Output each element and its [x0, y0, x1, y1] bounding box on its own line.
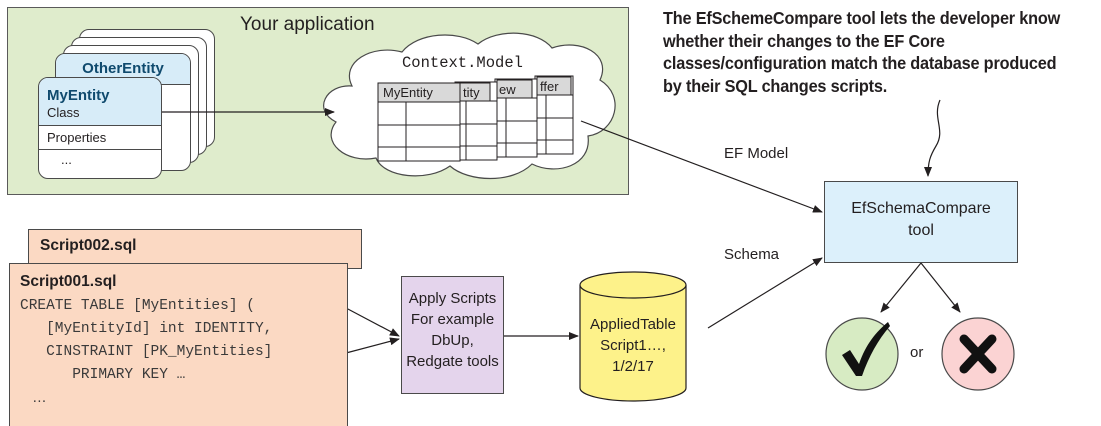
compare-tool-name: EfSchemaCompare	[851, 200, 991, 217]
database-line: 1/2/17	[612, 358, 654, 375]
to-failure-arrow	[920, 262, 961, 313]
my-entity-name: MyEntity	[47, 87, 110, 104]
script002-to-apply-arrow	[345, 307, 400, 337]
explanation-callout: The EfSchemeCompare tool lets the develo…	[663, 8, 1061, 96]
table-header-cell	[536, 76, 572, 96]
sql-code-block: CREATE TABLE [MyEntities] ( [MyEntityId]…	[10, 291, 347, 410]
sql-line: PRIMARY KEY …	[20, 367, 186, 383]
schema-label: Schema	[724, 246, 780, 263]
script001-name: Script001.sql	[20, 273, 117, 290]
application-title: Your application	[240, 14, 375, 35]
sql-line: CREATE TABLE [MyEntities] (	[20, 298, 255, 314]
table-label-offer: ffer	[540, 79, 559, 94]
callout-pointer-arrow	[924, 99, 941, 177]
my-entity-more: ...	[61, 152, 72, 167]
table-label-entity: tity	[463, 85, 480, 100]
database-line: Script1…,	[600, 337, 666, 354]
x-mark-icon	[959, 334, 997, 374]
sql-line: CINSTRAINT [PK_MyEntities]	[20, 344, 273, 360]
apply-scripts-box: Apply Scripts For example DbUp, Redgate …	[401, 276, 504, 394]
database-cylinder	[579, 271, 687, 402]
script002-name: Script002.sql	[40, 237, 137, 254]
my-entity-kind: Class	[47, 105, 80, 120]
ef-model-arrow	[580, 120, 823, 213]
script002-file: Script002.sql	[28, 229, 362, 269]
my-entity-properties: Properties	[39, 126, 161, 150]
compare-tool-suffix: tool	[908, 222, 934, 239]
sql-line: [MyEntityId] int IDENTITY,	[20, 321, 273, 337]
table-header-cell	[496, 79, 533, 99]
script001-to-apply-arrow	[345, 337, 400, 354]
apply-line: Apply Scripts	[408, 290, 497, 307]
my-entity-card: MyEntity Class Properties ...	[38, 77, 162, 179]
context-model-title: Context.Model	[402, 54, 523, 72]
script001-file: Script001.sql CREATE TABLE [MyEntities] …	[9, 263, 348, 426]
table-header-cell	[377, 82, 461, 103]
apply-line: For example	[410, 311, 495, 328]
database-label: AppliedTable Script1…, 1/2/17	[580, 314, 686, 377]
to-success-arrow	[880, 262, 922, 313]
schema-arrow	[707, 257, 823, 329]
table-label-myentity: MyEntity	[383, 85, 433, 100]
my-entity-header: MyEntity Class	[39, 78, 161, 126]
apply-line: Redgate tools	[406, 353, 499, 370]
table-label-view: ew	[499, 82, 516, 97]
ef-model-label: EF Model	[724, 145, 789, 162]
sql-line: …	[20, 390, 47, 406]
ef-schema-compare-tool: EfSchemaCompare tool	[824, 181, 1018, 263]
or-label: or	[910, 344, 924, 361]
apply-line: DbUp,	[431, 332, 474, 349]
check-mark-icon	[842, 322, 890, 376]
database-line: AppliedTable	[590, 316, 676, 333]
